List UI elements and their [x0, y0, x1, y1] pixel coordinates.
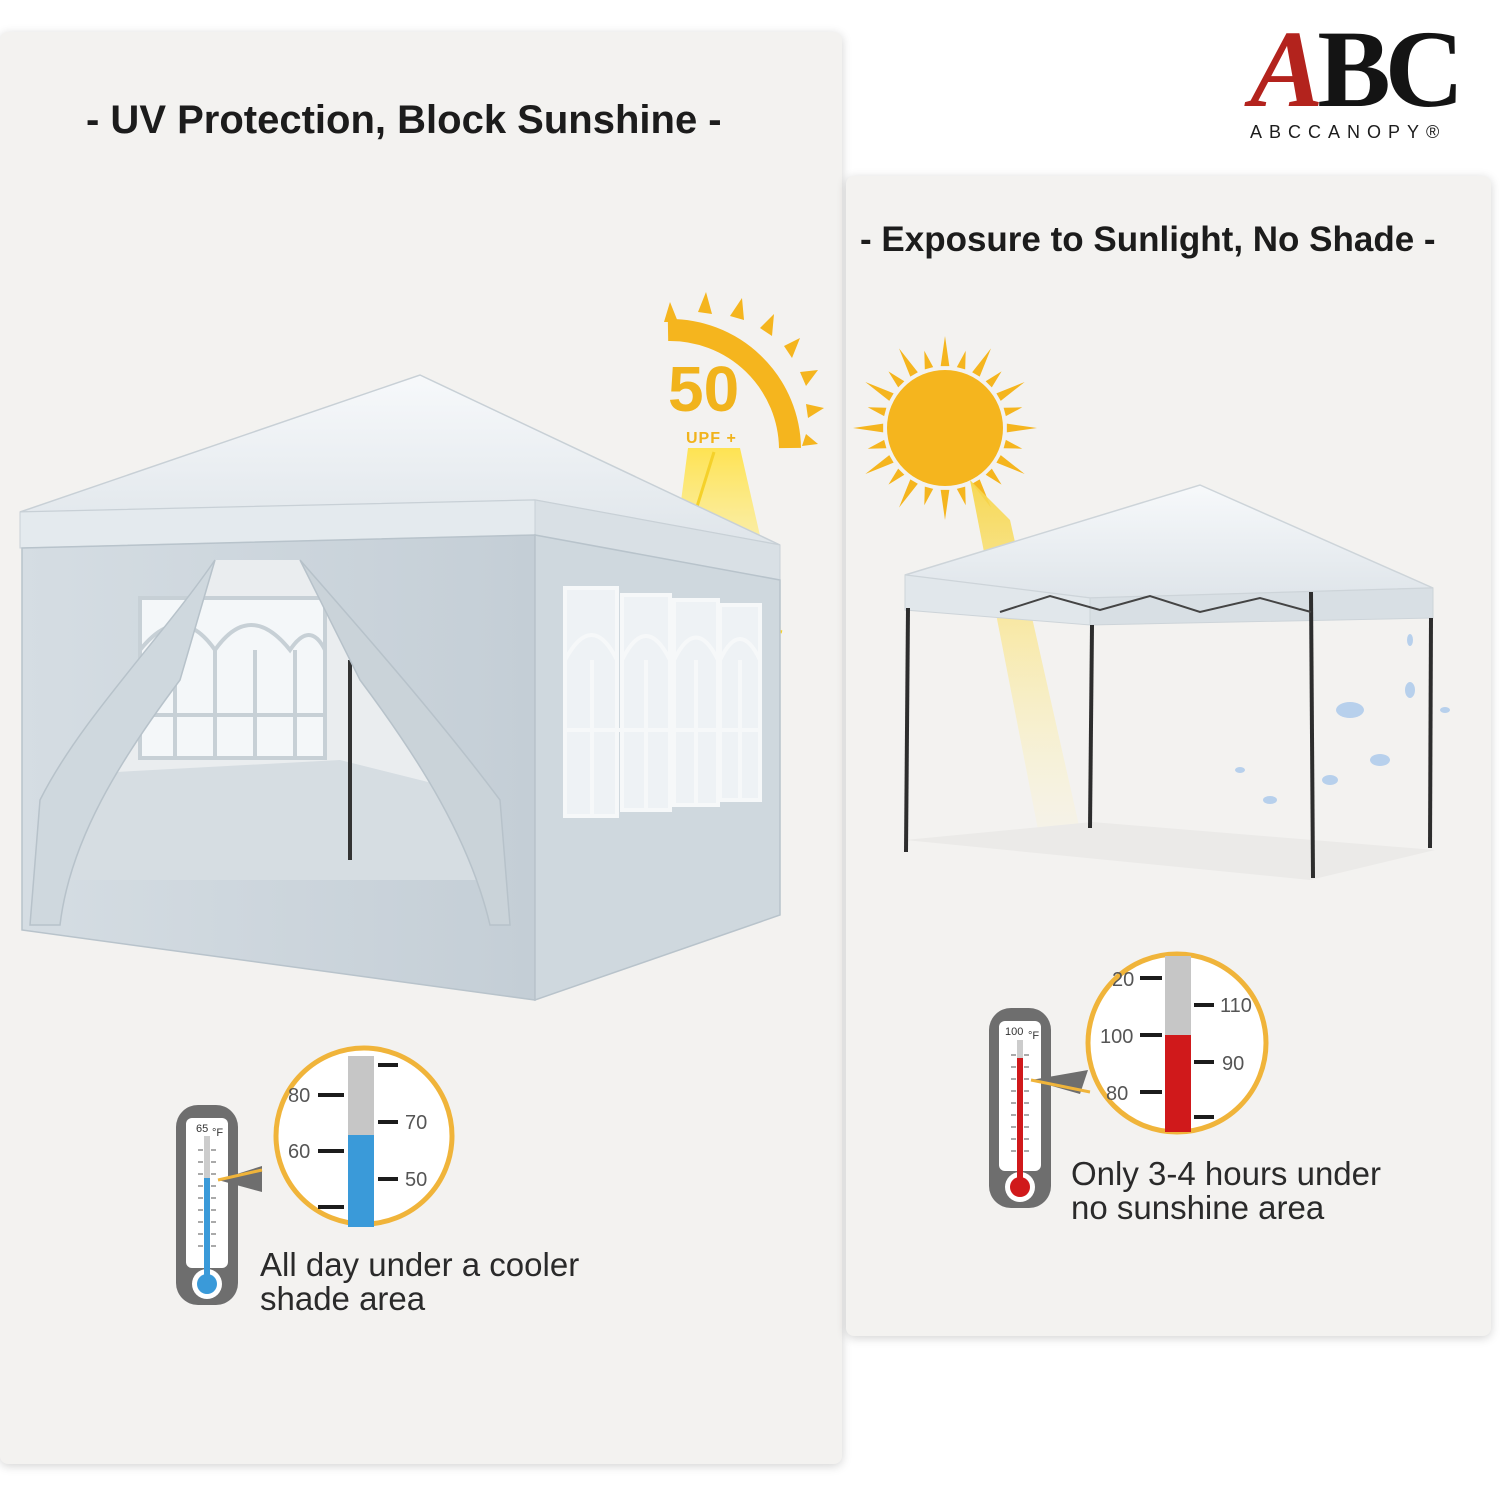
sun-ray [924, 350, 934, 370]
zoom-tick-50: 50 [405, 1169, 427, 1191]
sun-ray [956, 486, 966, 506]
sun-ray [899, 479, 918, 508]
sun-ray [985, 371, 1002, 388]
left-caption-line2: shade area [260, 1280, 426, 1317]
sun-ray [899, 348, 918, 377]
sun-ray [853, 423, 884, 433]
sun-ray [865, 455, 894, 474]
zoom-tick-80: 80 [288, 1085, 310, 1107]
thermometer-cool-icon: 65 °F 80 60 70 50 [176, 1045, 455, 1305]
logo-mark: ABC [1250, 8, 1464, 130]
zoom-tick-100: 100 [1100, 1026, 1133, 1048]
left-caption-line1: All day under a cooler [260, 1246, 580, 1283]
zoom-tick-110: 110 [1220, 995, 1252, 1017]
thermometer-hot-icon: 100 °F 20 100 80 110 90 [989, 951, 1269, 1208]
thermo-unit-right: °F [1028, 1030, 1039, 1042]
sun-ray [888, 371, 905, 388]
zoom-tick-80-hot: 80 [1106, 1083, 1128, 1105]
canopy-tent-with-walls [19, 374, 781, 1002]
sun-ray [867, 439, 887, 449]
upf-sun-icon [664, 292, 824, 449]
logo-subtext: ABCCANOPY® [1250, 122, 1447, 142]
zoom-tick-70: 70 [405, 1112, 427, 1134]
right-heading: - Exposure to Sunlight, No Shade - [860, 220, 1436, 259]
sun-ray [924, 486, 934, 506]
sun-ray [888, 468, 905, 485]
sun-ray [1003, 407, 1023, 417]
sun-ray [867, 407, 887, 417]
zoom-tick-90: 90 [1222, 1053, 1244, 1075]
right-caption: Only 3-4 hours under no sunshine area [1071, 1157, 1381, 1225]
sun-ray [940, 336, 950, 367]
sun-ray [985, 468, 1002, 485]
sun-icon [853, 336, 1037, 520]
thermo-reading-right: 100 [1005, 1026, 1023, 1038]
sun-ray [865, 382, 894, 401]
thermo-unit-left: °F [212, 1127, 223, 1139]
upf-label: UPF + [686, 430, 737, 447]
thermo-reading-left: 65 [196, 1123, 208, 1135]
sun-ray [972, 348, 991, 377]
sun-ray [956, 350, 966, 370]
right-caption-line1: Only 3-4 hours under [1071, 1155, 1382, 1192]
zoom-tick-60: 60 [288, 1141, 310, 1163]
brand-logo: ABC ABCCANOPY® [1250, 14, 1480, 146]
right-caption-line2: no sunshine area [1071, 1189, 1325, 1226]
sun-ray [996, 455, 1025, 474]
left-heading: - UV Protection, Block Sunshine - [86, 98, 722, 142]
sun-ray [1003, 439, 1023, 449]
sun-ray [940, 489, 950, 520]
left-caption: All day under a cooler shade area [260, 1248, 579, 1316]
canopy-open [904, 484, 1450, 880]
upf-value: 50 [668, 353, 740, 425]
sun-ray [1006, 423, 1037, 433]
zoom-tick-20: 20 [1112, 969, 1134, 991]
sun-ray [996, 382, 1025, 401]
